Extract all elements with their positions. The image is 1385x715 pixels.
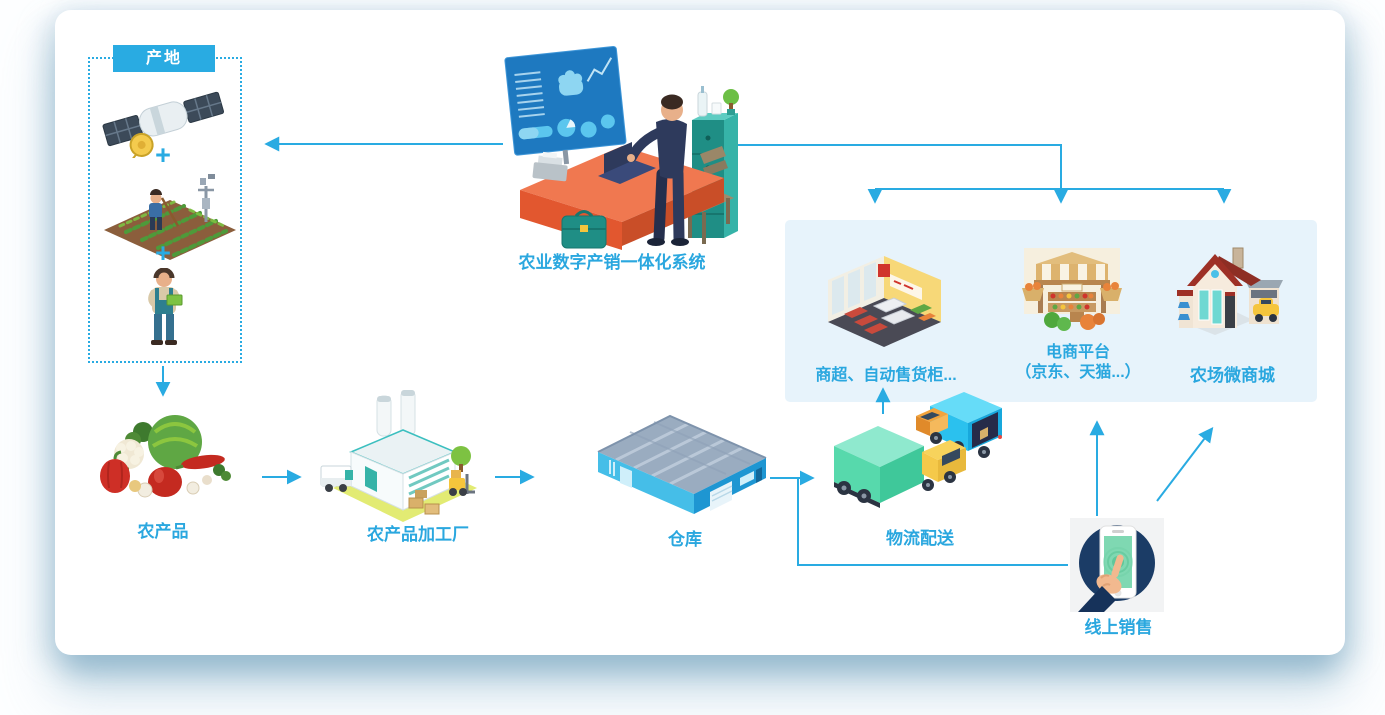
farm-mall-label: 农场微商城 bbox=[1190, 366, 1275, 385]
produce-label: 农产品 bbox=[137, 522, 189, 541]
supermarket-icon bbox=[828, 256, 941, 347]
supermarket-label: 商超、自动售货柜... bbox=[815, 367, 957, 384]
warehouse-icon bbox=[597, 414, 767, 514]
ecommerce-label: 电商平台 （京东、天猫...） bbox=[1000, 343, 1156, 383]
market-stall-icon bbox=[1022, 248, 1122, 331]
factory-icon bbox=[320, 390, 477, 522]
ecommerce-label-line2: （京东、天猫...） bbox=[1015, 364, 1141, 381]
vegetables-icon bbox=[100, 415, 231, 498]
farm-field-icon bbox=[104, 174, 236, 260]
plus-sign: + bbox=[155, 238, 171, 268]
factory-label: 农产品加工厂 bbox=[367, 525, 469, 544]
origin-area-title: 产地 bbox=[113, 45, 215, 72]
plus-sign: + bbox=[155, 140, 171, 170]
warehouse-label: 仓库 bbox=[668, 530, 702, 549]
logistics-label: 物流配送 bbox=[886, 529, 954, 548]
farmer-icon bbox=[148, 268, 183, 345]
ecommerce-label-line1: 电商平台 bbox=[1045, 344, 1110, 361]
phone-tap-icon bbox=[1070, 518, 1164, 612]
farm-store-icon bbox=[1177, 247, 1283, 335]
satellite-icon bbox=[102, 91, 225, 158]
trucks-icon bbox=[834, 392, 1002, 508]
online-sales-label: 线上销售 bbox=[1084, 618, 1153, 637]
control-desk-icon bbox=[504, 46, 739, 250]
system-label: 农业数字产销一体化系统 bbox=[518, 253, 706, 272]
